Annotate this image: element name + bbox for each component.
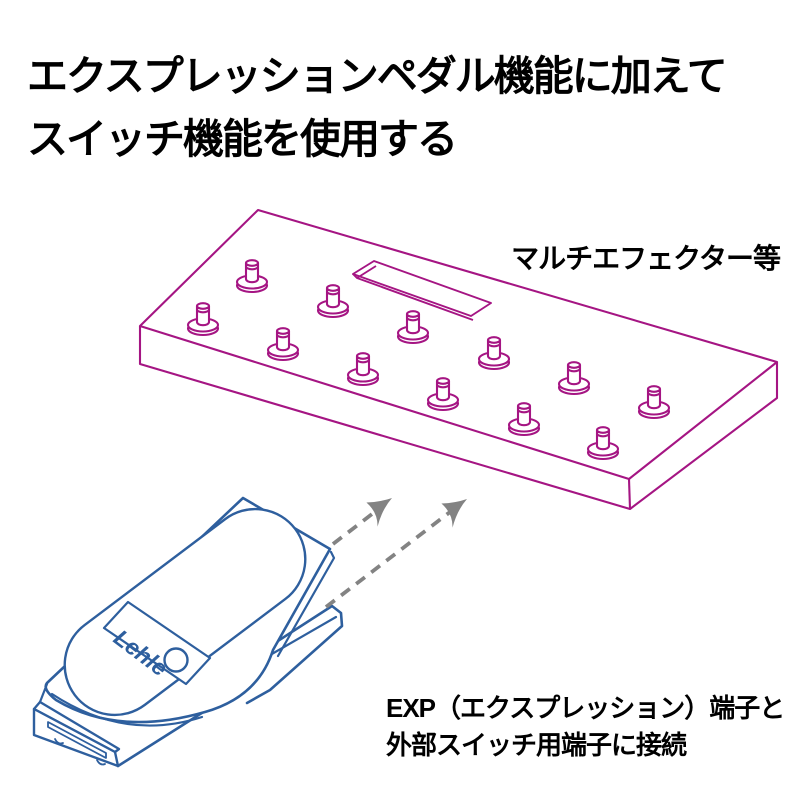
footswitch-icon xyxy=(637,385,671,420)
dashed-arrow-long xyxy=(324,489,476,609)
effector-drawing xyxy=(138,208,779,511)
effector-body-front-edge xyxy=(627,478,632,510)
pedal-treadle-side xyxy=(276,550,336,658)
footswitch-icon xyxy=(426,377,460,412)
footswitch-icon xyxy=(396,310,430,345)
connection-caption: EXP（エクスプレッション）端子と 外部スイッチ用端子に接続 xyxy=(386,690,785,764)
pedal-heel-side xyxy=(50,692,204,727)
pedal-logo-plate xyxy=(102,600,212,686)
connection-arrows xyxy=(324,488,476,609)
footswitch-icon xyxy=(186,302,220,337)
footswitch-icon xyxy=(316,284,350,319)
caption-line2: 外部スイッチ用端子に接続 xyxy=(386,730,687,760)
caption-line1: EXP（エクスプレッション）端子と xyxy=(386,693,785,723)
footswitch-icon xyxy=(235,259,269,294)
footswitch-icon xyxy=(477,336,511,371)
display-window xyxy=(352,260,492,321)
effector-body-side xyxy=(138,326,779,511)
pedal-base-front xyxy=(32,700,121,768)
pedal-jack-slot xyxy=(47,721,107,759)
pedal-pad xyxy=(63,507,307,717)
effector-body-top xyxy=(138,208,779,481)
footswitch-row-front xyxy=(186,302,620,461)
pedal-heel-joint xyxy=(38,682,49,704)
footswitch-icon xyxy=(266,327,300,362)
pedal-logo-circle xyxy=(163,647,189,673)
footswitch-icon xyxy=(557,361,591,396)
page-title-line2: スイッチ機能を使用する xyxy=(27,116,458,162)
pedal-drawing xyxy=(32,496,344,768)
effector-label: マルチエフェクター等 xyxy=(511,243,781,274)
footswitch-icon xyxy=(586,426,620,461)
footswitch-icon xyxy=(346,352,380,387)
arrowhead-icon xyxy=(361,488,401,527)
arrowhead-icon xyxy=(436,489,476,528)
footswitch-icon xyxy=(507,402,541,437)
page-title: エクスプレッションペダル機能に加えて スイッチ機能を使用する xyxy=(27,45,728,171)
dashed-arrow-short xyxy=(331,488,401,546)
page-title-line1: エクスプレッションペダル機能に加えて xyxy=(27,53,728,99)
